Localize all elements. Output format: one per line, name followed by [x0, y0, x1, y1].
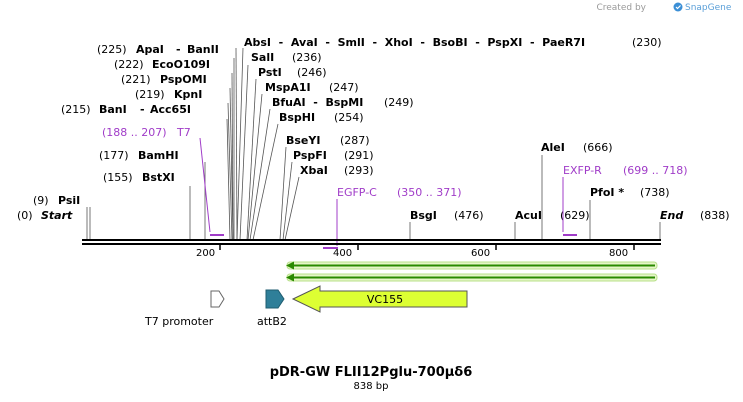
vc155-arrow-icon: [291, 285, 468, 313]
site-pos-bamhi: (177): [99, 149, 129, 162]
site-pos-pfoi: (738): [640, 186, 670, 199]
site-psti: PstI: [258, 66, 282, 79]
primer-t7-label: T7: [176, 126, 191, 139]
credit-text: Created by: [596, 3, 646, 13]
site-bfuai-bspmi: BfuAI - BspMI: [272, 96, 363, 109]
site-end: End: [660, 209, 683, 222]
site-pos-mspa1i: (247): [329, 81, 359, 94]
feature-vc155-label: VC155: [367, 293, 403, 306]
site-pos-bseyi: (287): [340, 134, 370, 147]
site-bstxi: BstXI: [142, 171, 175, 184]
site-pos-acui: (629): [560, 209, 590, 222]
site-bsgi: BsgI: [410, 209, 437, 222]
site-pos-psii: (9): [33, 194, 49, 207]
site-bani: BanI: [99, 103, 127, 116]
site-pos-pspfi: (291): [344, 149, 374, 162]
site-pos-ecoo109i: (222): [114, 58, 144, 71]
site-pspfi: PspFI: [293, 149, 327, 162]
site-bamhi: BamHI: [138, 149, 179, 162]
site-pos-end: (838): [700, 209, 730, 222]
tick-label-600: 600: [471, 248, 490, 259]
feature-attb2-label: attB2: [257, 315, 287, 328]
site-alei: AleI: [541, 141, 565, 154]
tick-label-200: 200: [196, 248, 215, 259]
site-acui: AcuI: [515, 209, 542, 222]
site-pos-kpni: (219): [135, 88, 165, 101]
site-apai: ApaI: [136, 43, 164, 56]
site-acc65i: Acc65I: [150, 103, 191, 116]
primer-t7-range: (188 .. 207): [102, 126, 167, 139]
credit-brand: SnapGene: [685, 3, 732, 13]
orf-arrow-2: [286, 273, 658, 282]
primer-egfpc-range: (350 .. 371): [397, 186, 462, 199]
site-dash: -: [176, 43, 181, 56]
orf-arrow-1: [286, 261, 658, 270]
site-pos-bsgi: (476): [454, 209, 484, 222]
site-bsphi: BspHI: [279, 111, 315, 124]
site-kpni: KpnI: [174, 88, 202, 101]
primer-egfpc-label: EGFP-C: [337, 186, 377, 199]
site-pspomi: PspOMI: [160, 73, 207, 86]
primer-exfpr-range: (699 .. 718): [623, 164, 688, 177]
site-dash: -: [140, 103, 145, 116]
site-start: Start: [41, 209, 73, 222]
snapgene-logo-icon: [673, 2, 683, 12]
sequence-backbone: [82, 239, 661, 245]
site-pos-bsphi: (254): [334, 111, 364, 124]
site-pos-psti: (246): [297, 66, 327, 79]
site-bseyi: BseYI: [286, 134, 320, 147]
feature-t7-promoter-label: T7 promoter: [144, 315, 214, 328]
ruler: 200 400 600 800: [196, 244, 635, 259]
site-xbai: XbaI: [300, 164, 328, 177]
attb2-arrow-icon: [265, 289, 285, 309]
site-pos-bani: (215): [61, 103, 91, 116]
site-sali: SalI: [251, 51, 274, 64]
site-pos-xbai: (293): [344, 164, 374, 177]
primer-t7-connector: [199, 137, 211, 233]
site-pfoi: PfoI *: [590, 186, 624, 199]
site-pos-start: (0): [17, 209, 33, 222]
site-pos-top-row: (230): [632, 36, 662, 49]
tick-label-400: 400: [333, 248, 352, 259]
site-connectors: [86, 47, 661, 241]
site-pos-apai: (225): [97, 43, 127, 56]
tick-label-800: 800: [609, 248, 628, 259]
site-pos-alei: (666): [583, 141, 613, 154]
primer-exfpr-label: EXFP-R: [563, 164, 602, 177]
site-top-row: AbsI - AvaI - SmlI - XhoI - BsoBI - PspX…: [244, 36, 585, 49]
site-ecoo109i: EcoO109I: [152, 58, 210, 71]
site-psii: PsiI: [58, 194, 80, 207]
site-pos-pspomi: (221): [121, 73, 151, 86]
site-pos-bfuai: (249): [384, 96, 414, 109]
site-mspa1i: MspA1I: [265, 81, 311, 94]
site-pos-sali: (236): [292, 51, 322, 64]
t7-promoter-arrow-icon: [210, 290, 225, 308]
map-title: pDR-GW FLII12Pglu-700μδ6: [270, 365, 473, 380]
map-length: 838 bp: [354, 381, 389, 392]
site-banii: BanII: [187, 43, 219, 56]
site-pos-bstxi: (155): [103, 171, 133, 184]
